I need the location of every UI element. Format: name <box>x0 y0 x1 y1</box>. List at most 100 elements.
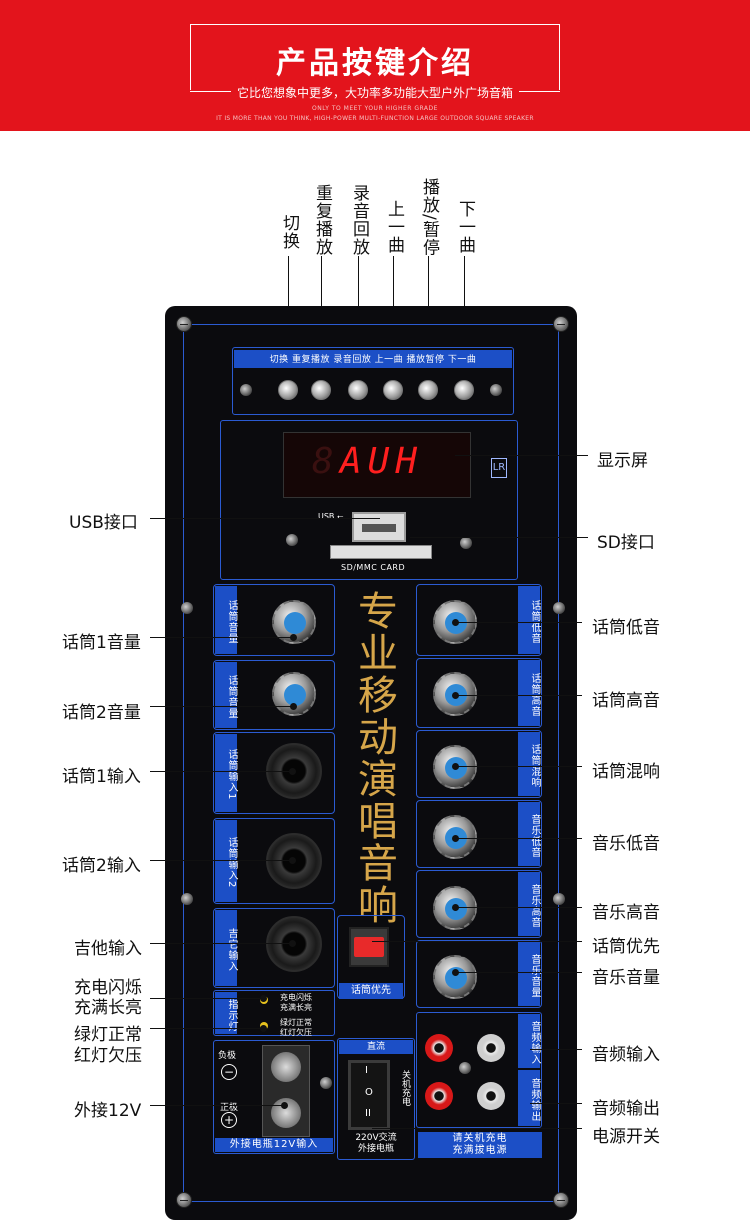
next-button[interactable] <box>454 380 474 400</box>
play-pause-button[interactable] <box>418 380 438 400</box>
tab-mic-reverb: 话筒混响 <box>518 732 540 796</box>
mic-input1-section <box>213 732 335 814</box>
terminal-screw-icon[interactable] <box>271 1052 301 1082</box>
record-playback-button[interactable] <box>348 380 368 400</box>
pointer-mic1-input <box>150 771 292 772</box>
mic-reverb-section <box>416 730 542 798</box>
screw-icon <box>553 893 565 905</box>
pointer-music-treble <box>455 907 582 908</box>
button-bar-labels: 切换 重复播放 录音回放 上一曲 播放暂停 下一曲 <box>269 355 477 365</box>
label-mic-priority: 话筒优先 <box>592 937 660 957</box>
tab-indicator: 指示灯 <box>215 992 237 1034</box>
screw-icon <box>320 1077 332 1089</box>
power-rocker-switch[interactable] <box>348 1060 390 1130</box>
label-mic-treble: 话筒高音 <box>592 691 660 711</box>
button-bar-strip <box>234 350 512 368</box>
mic2-volume-section <box>213 660 335 730</box>
label-power-switch: 电源开关 <box>592 1127 660 1147</box>
tab-mic-input2: 话筒输入2 <box>215 820 237 902</box>
pointer-dot <box>452 835 459 842</box>
display-ghost-digit: 8 <box>312 441 340 482</box>
screw-icon <box>286 534 298 546</box>
audio-out-right-jack[interactable] <box>425 1082 453 1110</box>
pointer-dot <box>452 619 459 626</box>
audio-in-left-jack[interactable] <box>477 1034 505 1062</box>
label-mic1-input: 话筒1输入 <box>62 767 141 787</box>
tab-mic1-volume: 话筒音量 <box>215 586 237 654</box>
tab-audio-input: 音频输入 <box>518 1014 540 1068</box>
battery-input-label: 外接电瓶12V输入 <box>215 1138 333 1152</box>
page-subtitle: 它比您想象中更多，大功率多功能大型户外广场音箱 <box>0 84 750 101</box>
pointer-mic1-volume <box>150 637 295 638</box>
label-audio-in: 音频输入 <box>592 1045 660 1065</box>
english-line-2: IT IS MORE THAN YOU THINK, HIGH-POWER MU… <box>216 115 534 122</box>
label-mic-bass: 话筒低音 <box>592 618 660 638</box>
audio-out-left-jack[interactable] <box>477 1082 505 1110</box>
english-line-1: ONLY TO MEET YOUR HIGHER GRADE <box>312 105 438 112</box>
product-slogan: 专业移动演唱音响 <box>351 590 397 926</box>
label-charge-1: 充电闪烁 <box>74 978 142 998</box>
mic1-volume-knob[interactable] <box>272 600 316 644</box>
pointer-dot <box>452 904 459 911</box>
label-repeat: 重复播放 <box>312 184 332 256</box>
label-music-volume: 音乐音量 <box>592 968 660 988</box>
pointer-mic2-input <box>150 860 292 861</box>
label-charge-2: 充满长亮 <box>74 998 142 1018</box>
mic-input2-section <box>213 818 335 904</box>
music-volume-section <box>416 940 542 1008</box>
plus-icon: + <box>221 1112 237 1128</box>
label-led-1: 绿灯正常 <box>74 1025 142 1045</box>
positive-label: 正极 <box>220 1103 239 1113</box>
pointer-external-12v <box>150 1105 284 1106</box>
tab-guitar-input: 吉它输入 <box>215 910 237 986</box>
music-volume-knob[interactable] <box>433 955 477 999</box>
tab-audio-output: 音频输出 <box>518 1070 540 1126</box>
prev-button[interactable] <box>383 380 403 400</box>
sd-card-slot[interactable] <box>330 545 432 559</box>
music-treble-section <box>416 870 542 938</box>
switch-side-label: 关机充电 <box>400 1070 410 1106</box>
switch-bottom-label: 220V交流 外接电瓶 <box>355 1133 397 1154</box>
display-screen <box>283 432 471 498</box>
rca-section <box>416 1012 542 1128</box>
audio-in-right-jack[interactable] <box>425 1034 453 1062</box>
switch-button[interactable] <box>278 380 298 400</box>
switch-mark-off: II <box>365 1108 371 1119</box>
usb-icon: USB ⭠ <box>318 512 344 521</box>
mic2-volume-knob[interactable] <box>272 672 316 716</box>
pointer-dot <box>260 1025 267 1032</box>
mic-treble-section <box>416 658 542 728</box>
display-readout: AUH <box>340 441 424 482</box>
pointer-charge-led <box>150 998 264 999</box>
mic1-volume-section <box>213 584 335 656</box>
label-sd: SD接口 <box>597 533 655 553</box>
pointer-dot <box>290 703 297 710</box>
tab-music-volume: 音乐音量 <box>518 942 540 1006</box>
repeat-button[interactable] <box>311 380 331 400</box>
music-bass-section <box>416 800 542 868</box>
mic-priority-label: 话筒优先 <box>339 983 403 999</box>
guitar-input-section <box>213 908 335 988</box>
mic2-input-jack[interactable] <box>266 833 322 889</box>
pointer-mic-bass <box>455 622 582 623</box>
minus-icon: − <box>221 1064 237 1080</box>
screw-icon <box>240 384 252 396</box>
label-switch: 切换 <box>279 214 299 250</box>
screw-icon <box>459 1062 471 1074</box>
dc-label: 直流 <box>339 1040 413 1054</box>
usb-port[interactable] <box>352 512 406 542</box>
pointer-audio-out <box>530 1103 582 1104</box>
page-title: 产品按键介绍 <box>276 46 474 81</box>
switch-mark-on: I <box>365 1065 368 1076</box>
screw-icon <box>553 1192 569 1208</box>
label-music-bass: 音乐低音 <box>592 834 660 854</box>
power-switch-section <box>337 1038 415 1160</box>
display-frame <box>220 420 518 580</box>
pointer-usb <box>150 518 380 519</box>
sd-card-label: SD/MMC CARD <box>341 563 406 572</box>
pointer-guitar-input <box>150 943 292 944</box>
mic-priority-switch[interactable] <box>349 927 389 967</box>
pointer-music-bass <box>455 838 582 839</box>
label-record-playback: 录音回放 <box>349 184 369 256</box>
tab-mic-bass: 话筒低音 <box>518 586 540 654</box>
